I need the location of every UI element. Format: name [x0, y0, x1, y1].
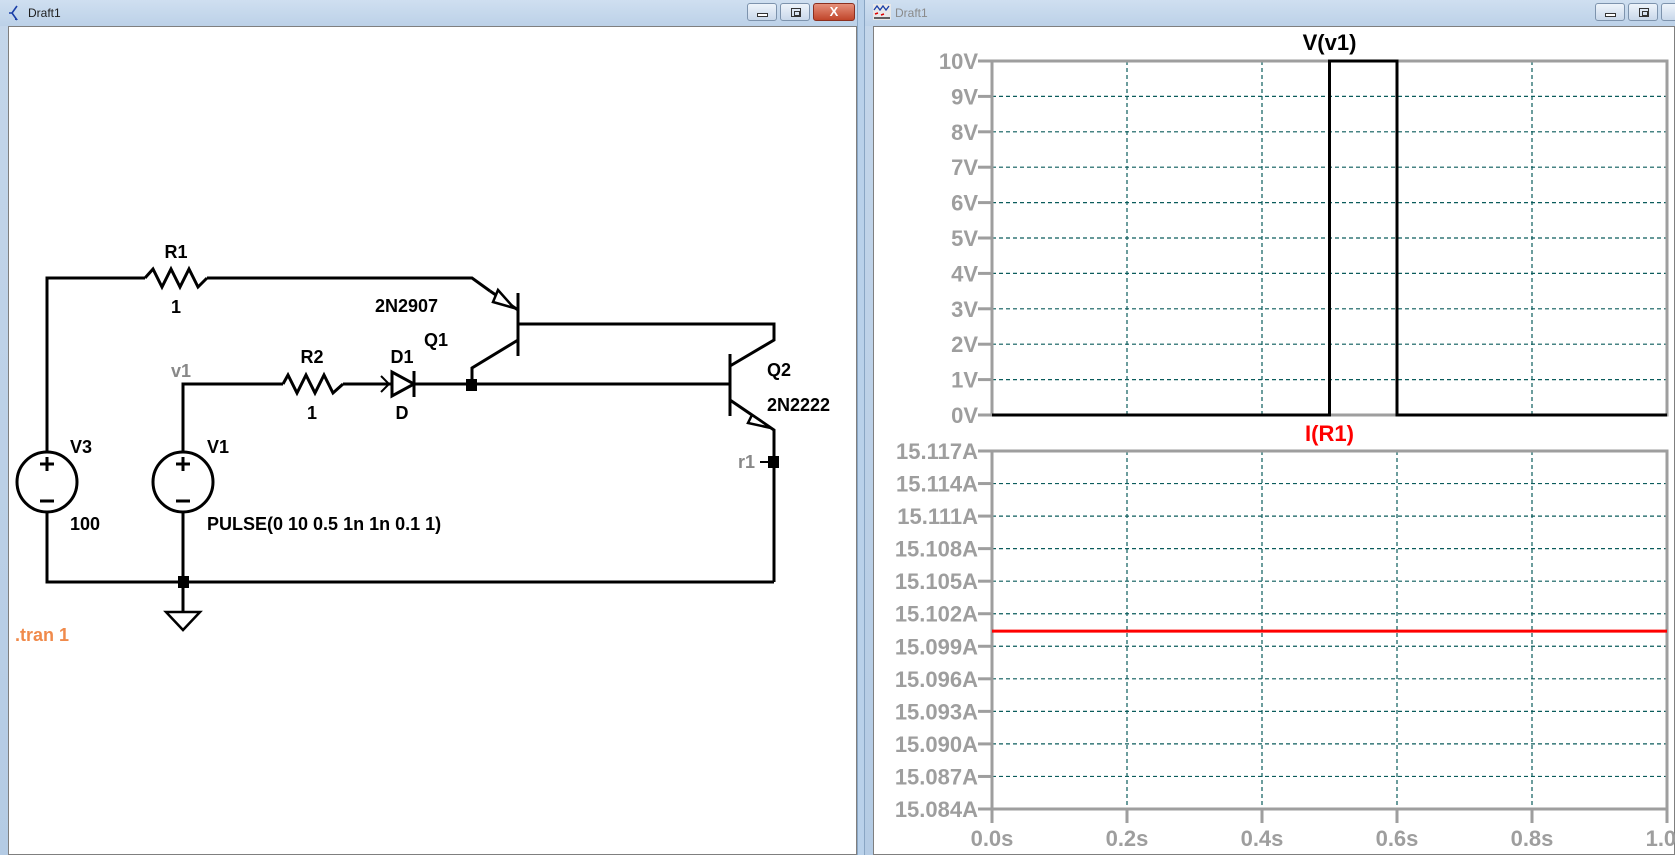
maximize-button[interactable] — [1628, 3, 1658, 21]
close-button[interactable] — [1661, 3, 1675, 21]
window-title: Draft1 — [895, 6, 928, 20]
waveform-canvas[interactable] — [873, 26, 1675, 855]
schematic-titlebar[interactable]: Draft1 X — [0, 0, 857, 26]
schematic-canvas[interactable] — [8, 26, 857, 855]
minimize-icon — [757, 13, 768, 17]
schematic-icon — [9, 5, 18, 21]
waveform-icon — [873, 4, 891, 20]
minimize-button[interactable] — [1595, 3, 1625, 21]
schematic-window: Draft1 X — [0, 0, 858, 855]
window-title: Draft1 — [28, 6, 61, 20]
waveform-window: Draft1 — [864, 0, 1675, 855]
close-icon: X — [829, 4, 839, 19]
close-button[interactable]: X — [813, 3, 855, 21]
waveform-titlebar[interactable]: Draft1 — [865, 0, 1675, 26]
maximize-icon — [791, 8, 801, 17]
minimize-button[interactable] — [747, 3, 777, 21]
maximize-icon — [1639, 8, 1649, 17]
minimize-icon — [1605, 13, 1616, 17]
maximize-button[interactable] — [780, 3, 810, 21]
